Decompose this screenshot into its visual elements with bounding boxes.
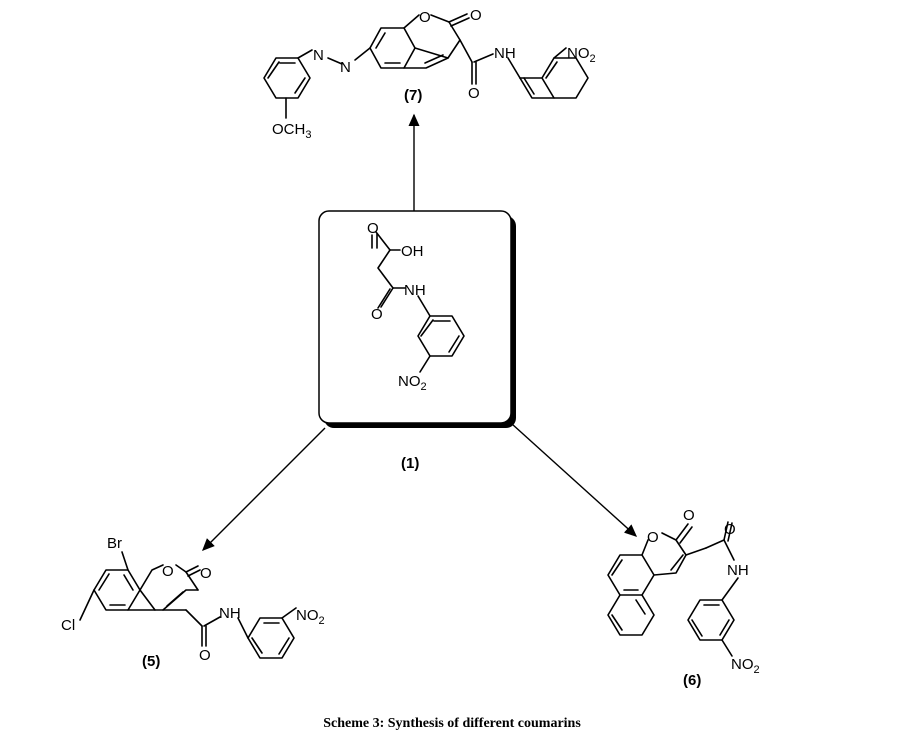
compound-6-label: (6) [683, 672, 701, 689]
compound-5-lactone-o: O [200, 565, 212, 582]
scheme-caption: Scheme 3: Synthesis of different coumari… [323, 716, 581, 731]
compound-7-ring-o: O [419, 9, 431, 26]
compound-1-nh: NH [404, 282, 426, 299]
compound-5-br: Br [107, 535, 122, 552]
compound-7-azo-n2: N [340, 59, 351, 76]
compound-1-no2: NO2 [398, 373, 427, 393]
arrow-to-compound-6 [511, 423, 638, 537]
compound-6-nh: NH [727, 562, 749, 579]
starting-material-box [318, 210, 516, 428]
compound-6-lactone-o: O [683, 507, 695, 524]
compound-5-cl: Cl [61, 617, 75, 634]
compound-5-no2: NO2 [296, 607, 325, 627]
compound-7-label: (7) [404, 87, 422, 104]
compound-6-amide-o: O [724, 521, 736, 538]
compound-7-azo-n1: N [313, 47, 324, 64]
compound-7-och3: OCH3 [272, 121, 311, 141]
compound-5-amide-o: O [199, 647, 211, 664]
compound-7-structure [263, 13, 589, 119]
compound-1-label: (1) [401, 455, 419, 472]
compound-7-amide-o: O [468, 85, 480, 102]
compound-1-amide-o: O [371, 306, 383, 323]
compound-7-no2: NO2 [567, 45, 596, 65]
compound-7-nh: NH [494, 45, 516, 62]
compound-1-oh: OH [401, 243, 424, 260]
compound-5-structure [79, 551, 297, 659]
compound-5-nh: NH [219, 605, 241, 622]
compound-1-acid-o: O [367, 220, 379, 237]
compound-5-label: (5) [142, 653, 160, 670]
compound-6-ring-o: O [647, 529, 659, 546]
arrow-to-compound-5 [202, 427, 326, 551]
compound-5-ring-o: O [162, 563, 174, 580]
compound-7-lactone-o: O [470, 7, 482, 24]
compound-6-no2: NO2 [731, 656, 760, 676]
compound-1-structure [371, 231, 465, 373]
compound-6-structure [607, 521, 739, 657]
